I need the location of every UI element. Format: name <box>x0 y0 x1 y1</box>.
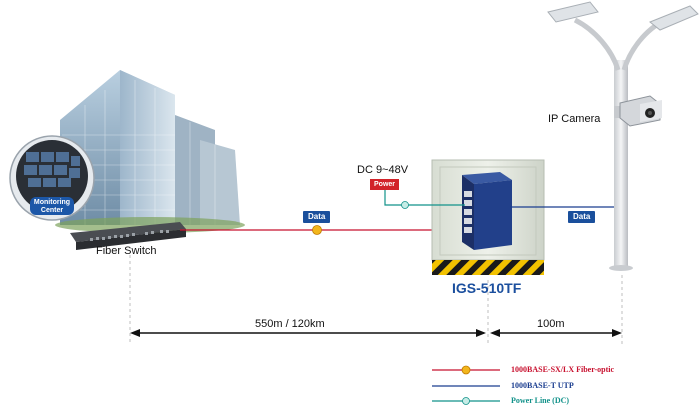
arrow-head-left-icon <box>490 329 500 337</box>
legend-utp-label: 1000BASE-T UTP <box>511 381 574 390</box>
ip-camera-icon <box>614 95 662 127</box>
data-tag-right: Data <box>568 211 596 223</box>
legend <box>432 365 500 405</box>
monitoring-center-label: Monitoring Center <box>33 199 71 214</box>
fiber-switch-label: Fiber Switch <box>96 245 157 257</box>
dc-connector-icon <box>401 201 409 209</box>
dc-voltage-label: DC 9~48V <box>357 164 409 176</box>
legend-power-label: Power Line (DC) <box>511 396 570 405</box>
data-tag-left: Data <box>303 211 331 223</box>
arrow-head-left-icon <box>130 329 140 337</box>
arrow-head-right-icon <box>476 329 486 337</box>
fiber-switch-icon <box>70 222 186 250</box>
arrow-head-right-icon <box>612 329 622 337</box>
product-name: IGS-510TF <box>452 280 522 296</box>
monitoring-center-icon <box>9 135 95 221</box>
igs-510tf-device-icon <box>462 172 512 250</box>
power-line <box>384 190 465 206</box>
distance-utp-label: 100m <box>537 318 565 330</box>
power-tag: Power <box>370 179 400 190</box>
legend-fiber-label: 1000BASE-SX/LX Fiber-optic <box>511 365 615 374</box>
street-light-pole-icon <box>547 1 699 271</box>
distance-fiber-label: 550m / 120km <box>255 318 325 330</box>
distance-guides <box>129 255 623 345</box>
fiber-connector-icon <box>312 225 322 235</box>
ip-camera-label: IP Camera <box>548 113 601 125</box>
